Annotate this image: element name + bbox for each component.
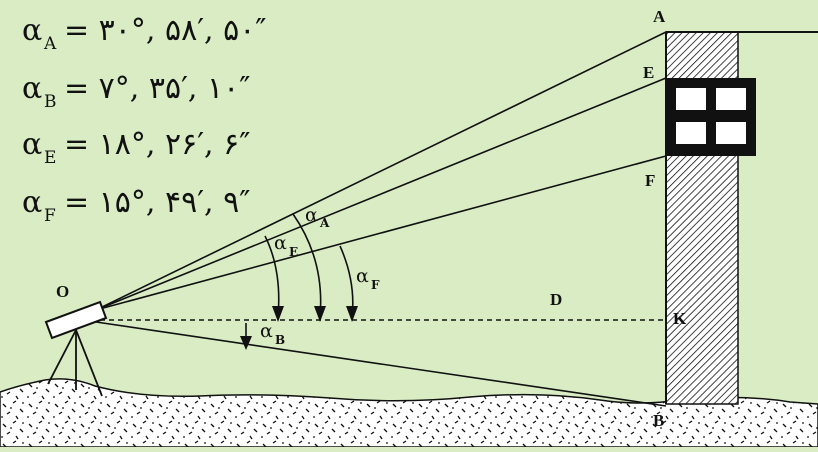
tripod bbox=[47, 329, 103, 397]
svg-text:E: E bbox=[289, 245, 298, 259]
svg-text:B: B bbox=[275, 333, 285, 347]
equation-alpha-E: α E = ۱۸°, ۲۶′, ۶″ bbox=[22, 127, 250, 168]
svg-text:α: α bbox=[22, 13, 42, 48]
sightline-B bbox=[95, 321, 667, 407]
svg-text:α: α bbox=[22, 71, 42, 106]
window bbox=[666, 78, 756, 156]
sightline-A bbox=[95, 31, 667, 311]
arrowhead-alpha-A bbox=[314, 306, 326, 322]
angle-label-alpha-A: α A bbox=[305, 204, 330, 230]
svg-text:F: F bbox=[44, 206, 56, 226]
svg-text:α: α bbox=[356, 265, 369, 287]
equation-alpha-B: α B = ۷°, ۳۵′, ۱۰″ bbox=[22, 71, 250, 112]
svg-text:α: α bbox=[305, 204, 318, 226]
distance-label-D: D bbox=[550, 290, 562, 309]
svg-text:F: F bbox=[371, 278, 380, 292]
point-label-O: O bbox=[56, 282, 69, 301]
point-label-F: F bbox=[645, 171, 655, 190]
equation-alpha-F: α F = ۱۵°, ۴۹′, ۹″ bbox=[22, 185, 250, 226]
point-label-B: B bbox=[653, 411, 664, 430]
arrowhead-alpha-F bbox=[346, 306, 358, 322]
angle-label-alpha-F: α F bbox=[356, 265, 380, 292]
svg-text:= ۳۰°, ۵۸′, ۵۰″: = ۳۰°, ۵۸′, ۵۰″ bbox=[64, 13, 267, 48]
angle-label-alpha-B: α B bbox=[260, 320, 285, 347]
svg-text:A: A bbox=[319, 216, 330, 230]
svg-text:α: α bbox=[260, 320, 273, 342]
telescope bbox=[44, 300, 108, 340]
arrowhead-alpha-B bbox=[240, 336, 252, 350]
svg-text:A: A bbox=[43, 34, 57, 54]
svg-text:α: α bbox=[22, 185, 42, 220]
point-label-A: A bbox=[653, 7, 666, 26]
sightline-F bbox=[95, 155, 667, 311]
point-label-K: K bbox=[673, 309, 687, 328]
equation-alpha-A: α A = ۳۰°, ۵۸′, ۵۰″ bbox=[22, 13, 267, 54]
point-label-E: E bbox=[643, 63, 654, 82]
sightline-E bbox=[95, 77, 667, 311]
arrowhead-alpha-E bbox=[272, 306, 284, 322]
svg-text:= ۷°, ۳۵′, ۱۰″: = ۷°, ۳۵′, ۱۰″ bbox=[64, 71, 250, 106]
svg-text:= ۱۸°, ۲۶′, ۶″: = ۱۸°, ۲۶′, ۶″ bbox=[64, 127, 250, 162]
angle-label-alpha-E: α E bbox=[274, 232, 298, 259]
svg-text:α: α bbox=[274, 232, 287, 254]
svg-text:E: E bbox=[44, 148, 56, 168]
svg-text:B: B bbox=[44, 92, 57, 112]
arc-alpha-A bbox=[292, 213, 322, 318]
svg-text:α: α bbox=[22, 127, 42, 162]
svg-text:= ۱۵°, ۴۹′, ۹″: = ۱۵°, ۴۹′, ۹″ bbox=[64, 185, 250, 220]
